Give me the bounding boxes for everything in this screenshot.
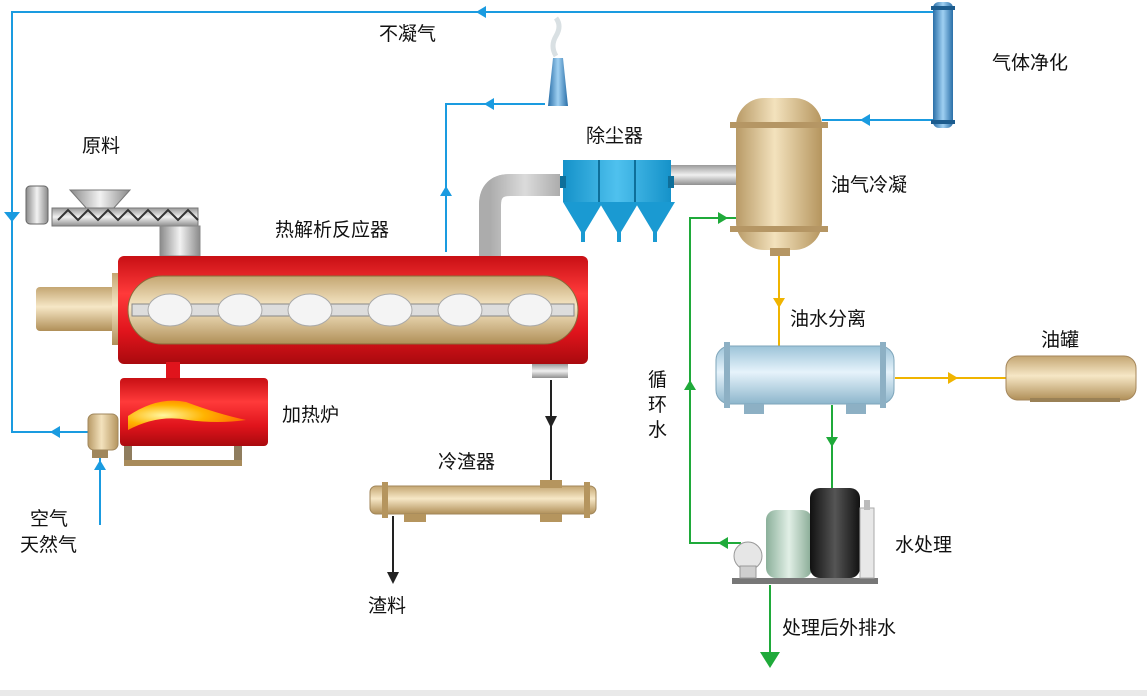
water-lines: [689, 217, 833, 662]
oil-water-separation-label: 油水分离: [790, 308, 866, 330]
feed-hopper-screw: [25, 185, 201, 257]
slag-cooler: [369, 480, 597, 522]
water-treatment-unit: [732, 488, 878, 584]
heating-furnace: [87, 378, 268, 466]
gas-purification-tower: [931, 2, 955, 128]
circulating-water-label-3: 水: [648, 419, 667, 441]
oil-tank-label: 油罐: [1041, 329, 1079, 351]
slag-arrows: [387, 416, 557, 584]
slag-cooler-label: 冷渣器: [438, 451, 495, 473]
dust-remover: [560, 160, 675, 242]
oil-tank: [1005, 355, 1137, 402]
slag-label: 渣料: [368, 595, 406, 617]
natural-gas-label: 天然气: [20, 534, 77, 556]
oil-arrows: [773, 298, 958, 384]
gas-arrows: [4, 6, 870, 470]
dust-remover-label: 除尘器: [586, 125, 643, 147]
pyrolysis-reactor-label: 热解析反应器: [275, 219, 389, 241]
pyrolysis-reactor: [36, 256, 588, 382]
footer-strip: [0, 690, 1147, 696]
oil-gas-condensation-label: 油气冷凝: [831, 174, 907, 196]
treated-discharge-label: 处理后外排水: [782, 617, 896, 639]
circulating-water-label-1: 循: [648, 369, 667, 391]
gas-purification-label: 气体净化: [992, 52, 1068, 74]
slag-lines: [392, 380, 552, 575]
chimney-stack: [548, 16, 568, 106]
heating-furnace-label: 加热炉: [282, 404, 339, 426]
oil-water-separator: [715, 342, 895, 414]
water-treatment-label: 水处理: [895, 534, 952, 556]
labels: 不凝气 气体净化 原料 除尘器 油气冷凝 热解析反应器 油水分离 油罐 循 环 …: [20, 23, 1079, 639]
air-label: 空气: [30, 508, 68, 530]
duct-reactor-to-dust: [479, 165, 742, 258]
oil-gas-condenser: [730, 98, 828, 256]
noncondensable-gas-label: 不凝气: [379, 23, 436, 45]
water-arrows: [684, 212, 838, 668]
raw-material-label: 原料: [82, 135, 120, 157]
circulating-water-label-2: 环: [648, 394, 667, 416]
